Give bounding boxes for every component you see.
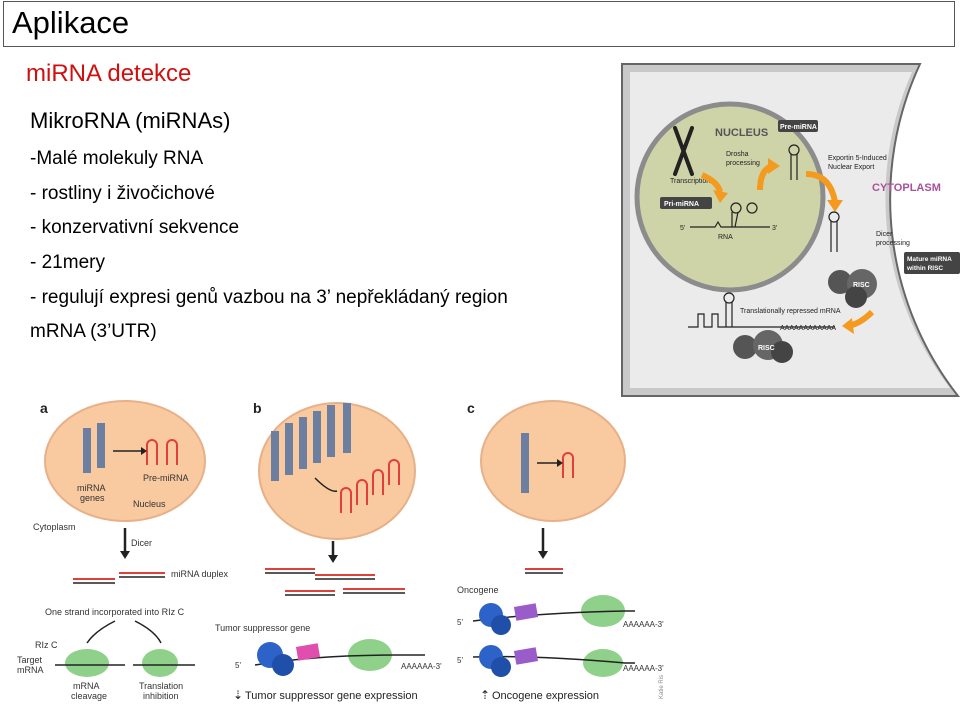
pre-mirna-label: Pre-miRNA: [780, 124, 817, 131]
cleavage-label: cleavage: [71, 691, 107, 701]
polya-label: AAAAAAAAAAAA: [780, 325, 836, 332]
dicer-label: Dicer: [876, 231, 893, 238]
risc-label: RISC: [758, 345, 775, 352]
panel-label-a: a: [40, 400, 48, 416]
slide-title-bar: Aplikace: [3, 1, 955, 47]
nucleus-a: [44, 400, 206, 522]
risc-complex: [733, 330, 793, 363]
bullet-line: - rostliny i živočichové: [30, 183, 215, 204]
mirna-genes-label: miRNA: [77, 483, 106, 493]
repressed-mrna: [688, 313, 835, 328]
polya-label: AAAAAA-3': [401, 662, 442, 671]
inhibition-label: inhibition: [143, 691, 179, 701]
tumor-expression-label: Tumor suppressor gene expression: [245, 690, 418, 702]
exportin-label: Nuclear Export: [828, 164, 874, 171]
nucleus-c: [480, 400, 626, 522]
cleavage-label: mRNA: [73, 681, 100, 691]
up-arrow-icon: ⇡: [480, 688, 490, 702]
pri-mirna-label: Pri-miRNA: [664, 201, 699, 208]
panel-label-b: b: [253, 400, 262, 416]
duplex-label: miRNA duplex: [171, 569, 229, 579]
pri-mirna-tag: [660, 197, 712, 209]
exportin-label: Exportin 5-Induced: [828, 155, 887, 162]
oncogene-expression-label: Oncogene expression: [492, 690, 599, 702]
cytoplasm-label: Cytoplasm: [33, 522, 76, 532]
bullet-line: - regulují expresi genů vazbou na 3’ nep…: [30, 287, 508, 308]
pri-mirna-loop: [730, 202, 742, 214]
bullet-line: MikroRNA (miRNAs): [30, 108, 231, 133]
cytoplasm-label: CYTOPLASM: [872, 182, 941, 194]
down-arrow-icon: ⇣: [233, 688, 243, 702]
nucleus-b: [258, 402, 416, 540]
polya-label: AAAAAA-3': [623, 664, 664, 673]
mature-label: within RISC: [906, 265, 943, 272]
panel-label-c: c: [467, 400, 475, 416]
mature-mirna-tag: [904, 252, 960, 274]
dna-icons: [83, 403, 529, 493]
bullet-line: -Malé molekuly RNA: [30, 148, 204, 169]
risc-label: RISC: [853, 282, 870, 289]
chromosome-icon: [673, 126, 694, 176]
mature-label: Mature miRNA: [907, 256, 952, 263]
target-mrna-label: mRNA: [17, 665, 44, 675]
dicer-label: processing: [876, 240, 910, 247]
pri-mirna-strand: [690, 211, 770, 228]
drosha-label: Drosha: [726, 151, 749, 158]
artist-credit: Katie Ris: [659, 675, 665, 699]
bullet-line: - 21mery: [30, 252, 105, 273]
nucleus-label: Nucleus: [133, 499, 166, 509]
rna-label: RNA: [718, 234, 733, 241]
tumor-gene-label: Tumor suppressor gene: [215, 623, 310, 633]
five-prime: 5': [235, 661, 241, 670]
transcription-label: Transcription: [670, 178, 710, 185]
bullet-line: mRNA (3’UTR): [30, 321, 157, 342]
slide-subtitle: miRNA detekce: [26, 60, 192, 87]
five-prime: 5': [457, 618, 463, 627]
rizc-label: RIz C: [35, 640, 58, 650]
pre-mirna-label: Pre-miRNA: [143, 473, 189, 483]
mirna-cancer-figure: a b c miRNA genes Pre-miRNA Nucleus Cyto…: [17, 400, 665, 702]
pre-mirna-tag: [778, 120, 818, 132]
repressed-label: Translationally repressed mRNA: [740, 308, 841, 315]
mirna-biogenesis-figure: NUCLEUS CYTOPLASM Transcription Pri-miRN…: [621, 63, 960, 397]
dicer-label: Dicer: [131, 538, 152, 548]
mirna-genes-label: genes: [80, 493, 105, 503]
pre-mirna-loop: [788, 144, 800, 156]
five-prime: 5': [457, 656, 463, 665]
nucleus-label: NUCLEUS: [715, 127, 768, 139]
bullet-line: - konzervativní sekvence: [30, 217, 240, 238]
mrna-lines: [55, 610, 635, 666]
inhibition-label: Translation: [139, 681, 183, 691]
slide-title: Aplikace: [12, 5, 130, 40]
flow-arrows: [123, 528, 545, 555]
ribosomes: [257, 603, 511, 677]
one-strand-label: One strand incorporated into RIz C: [45, 607, 185, 617]
target-mrna-label: Target: [17, 655, 43, 665]
five-prime: 5': [680, 225, 685, 232]
drosha-label: processing: [726, 160, 760, 167]
oncogene-label: Oncogene: [457, 585, 499, 595]
polya-label: AAAAAA-3': [623, 620, 664, 629]
risc-complex: [828, 269, 877, 308]
three-prime: 3': [772, 225, 777, 232]
hairpins: [146, 439, 574, 513]
gene-boxes: [295, 603, 539, 665]
mirna-duplexes: [73, 568, 563, 592]
pri-mirna-loop: [746, 202, 758, 214]
